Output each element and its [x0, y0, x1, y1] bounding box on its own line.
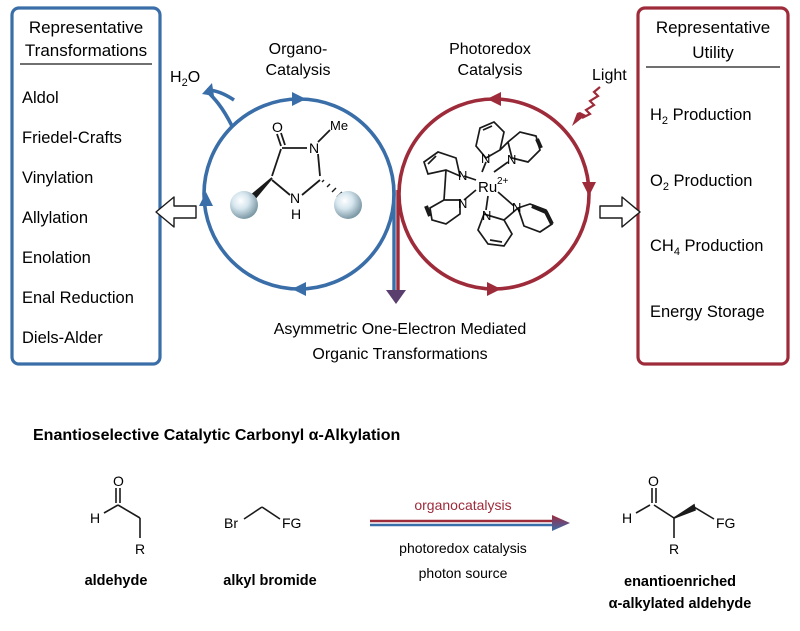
svg-text:FG: FG [282, 515, 301, 531]
svg-text:N: N [458, 196, 467, 211]
water-label: H2O [170, 69, 200, 89]
product-atoms: O H R FG [622, 473, 735, 557]
left-box-title-line2: Transformations [25, 41, 147, 60]
ruthenium-bipyridyl-complex [422, 120, 554, 247]
organocatalysis-label-line2: Catalysis [266, 62, 331, 79]
svg-text:N: N [482, 208, 491, 223]
conditions-photon-source: photon source [419, 565, 508, 581]
alkyl-bromide-atoms: Br FG [224, 515, 301, 531]
svg-text:H: H [622, 510, 632, 526]
svg-text:FG: FG [716, 515, 735, 531]
svg-text:N: N [507, 152, 516, 167]
svg-text:H: H [291, 206, 301, 222]
center-exit-arrow [386, 190, 406, 304]
aldehyde-structure [103, 488, 141, 538]
left-substituent-ball [230, 191, 258, 219]
left-hollow-arrow [155, 196, 197, 228]
reaction-heading: Enantioselective Catalytic Carbonyl α-Al… [33, 427, 400, 444]
center-caption-line2: Organic Transformations [312, 346, 487, 363]
svg-text:N: N [512, 200, 521, 215]
left-item-friedel-crafts: Friedel-Crafts [22, 129, 122, 147]
left-item-enal-reduction: Enal Reduction [22, 289, 134, 307]
svg-text:O: O [272, 119, 283, 135]
left-item-aldol: Aldol [22, 89, 59, 107]
svg-text:R: R [669, 541, 679, 557]
alkyl-bromide-structure [243, 506, 281, 520]
svg-text:Ru: Ru [478, 179, 497, 196]
light-label: Light [592, 67, 627, 84]
aldehyde-atoms: O H R [90, 473, 145, 557]
ruthenium-complex-labels: Ru 2+ N N N N N N [458, 151, 521, 223]
right-item-energy-storage: Energy Storage [650, 303, 765, 321]
catalyst-atom-labels: O N Me N H [272, 118, 348, 222]
conditions-organocatalysis: organocatalysis [414, 497, 511, 513]
center-caption-line1: Asymmetric One-Electron Mediated [274, 321, 527, 338]
svg-text:O: O [648, 473, 659, 489]
svg-text:Br: Br [224, 515, 238, 531]
svg-text:2+: 2+ [497, 176, 509, 187]
left-box: Representative Transformations Aldol Fri… [10, 6, 162, 366]
organocatalysis-label-line1: Organo- [269, 41, 328, 58]
right-box: Representative Utility H2 Production O2 … [636, 6, 790, 366]
svg-text:R: R [135, 541, 145, 557]
right-substituent-ball [334, 191, 362, 219]
reaction-arrow [370, 515, 570, 531]
svg-text:N: N [290, 190, 300, 206]
right-box-title-line2: Utility [692, 43, 734, 62]
aldehyde-label: aldehyde [85, 573, 148, 589]
svg-text:N: N [309, 140, 319, 156]
photoredox-label-line1: Photoredox [449, 41, 531, 58]
right-item-ch4-production: CH4 Production [650, 237, 763, 258]
right-item-o2-production: O2 Production [650, 172, 752, 193]
left-item-diels-alder: Diels-Alder [22, 329, 103, 347]
left-item-vinylation: Vinylation [22, 169, 93, 187]
left-box-title-line1: Representative [29, 18, 143, 37]
right-item-h2-production: H2 Production [650, 106, 752, 127]
photoredox-label-line2: Catalysis [458, 62, 523, 79]
right-hollow-arrow [599, 196, 641, 228]
left-item-allylation: Allylation [22, 209, 88, 227]
left-item-enolation: Enolation [22, 249, 91, 267]
right-box-title-line1: Representative [656, 18, 770, 37]
product-label-line2: α-alkylated aldehyde [609, 596, 752, 612]
product-structure [635, 488, 715, 538]
svg-text:N: N [481, 151, 490, 166]
product-label-line1: enantioenriched [624, 574, 736, 590]
conditions-photoredox: photoredox catalysis [399, 540, 527, 556]
light-arrow [572, 86, 601, 126]
organocatalysis-cycle-arrowheads [199, 83, 306, 296]
svg-text:N: N [458, 168, 467, 183]
svg-text:H: H [90, 510, 100, 526]
svg-text:O: O [113, 473, 124, 489]
alkyl-bromide-label: alkyl bromide [223, 573, 316, 589]
svg-text:Me: Me [330, 118, 348, 133]
photoredox-cycle-arrowheads [487, 92, 596, 296]
